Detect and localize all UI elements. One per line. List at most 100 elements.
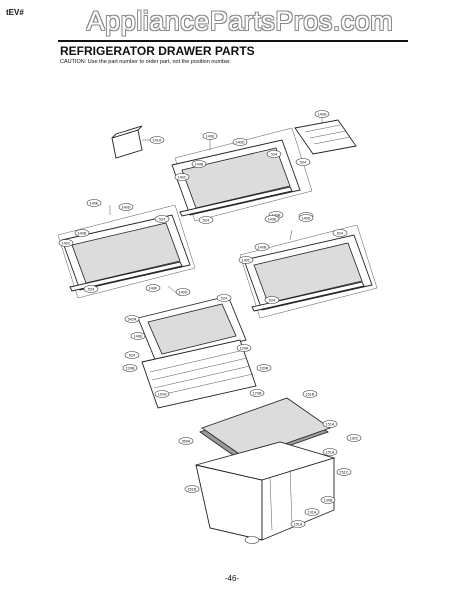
svg-text:141A: 141A <box>153 138 162 142</box>
callout-label: 524 <box>83 285 99 293</box>
svg-text:140B: 140B <box>78 231 87 235</box>
svg-text:130B: 130B <box>324 498 333 502</box>
callout-label: 141A <box>149 136 165 144</box>
svg-text:120R: 120R <box>259 366 268 370</box>
corner-code: tEV# <box>6 8 24 17</box>
callout-label <box>244 536 260 544</box>
callout-label: 140D <box>118 203 134 211</box>
svg-text:524: 524 <box>88 287 94 291</box>
svg-text:151A: 151A <box>326 422 335 426</box>
svg-text:151A: 151A <box>294 522 303 526</box>
callout-label: 130B <box>320 496 336 504</box>
svg-text:524: 524 <box>271 152 277 156</box>
svg-text:151B: 151B <box>306 392 315 396</box>
svg-text:151C: 151C <box>339 470 348 474</box>
svg-text:140F: 140F <box>149 286 158 290</box>
svg-text:140E: 140E <box>268 217 277 221</box>
svg-text:120H: 120H <box>157 392 166 396</box>
callout-label: 524 <box>124 351 140 359</box>
svg-text:140B: 140B <box>258 245 267 249</box>
shelf-left <box>61 214 191 292</box>
watermark-logo: AppliancePartsPros.com <box>86 6 394 36</box>
callout-label: 524 <box>216 294 232 302</box>
callout-balloons: 141A 140A 140E 140D 140B 140C 524 524 52… <box>58 110 362 544</box>
svg-text:140B: 140B <box>195 162 204 166</box>
callout-label: 131A <box>304 508 320 516</box>
svg-text:140C: 140C <box>61 241 70 245</box>
crisper-drawers <box>195 441 336 541</box>
callout-label: 140E <box>130 332 146 340</box>
callout-label: 140F <box>145 284 161 292</box>
svg-text:140E: 140E <box>134 334 143 338</box>
svg-text:140D: 140D <box>235 140 244 144</box>
callout-label: 151A <box>322 448 338 456</box>
svg-text:140D: 140D <box>301 216 310 220</box>
callout-label: 140C <box>238 256 254 264</box>
callout-label: 151A <box>290 520 306 528</box>
callout-label: 151A <box>322 420 338 428</box>
svg-text:524: 524 <box>129 353 135 357</box>
svg-text:140C: 140C <box>241 258 250 262</box>
pantry-drawer <box>141 339 257 409</box>
callout-label: 140B <box>254 243 270 251</box>
egg-tray-part <box>294 119 357 155</box>
page-number: -46- <box>224 574 240 583</box>
svg-text:524: 524 <box>159 217 165 221</box>
callout-label: 140A <box>314 110 330 118</box>
callout-label: 140B <box>191 160 207 168</box>
svg-text:131A: 131A <box>308 510 317 514</box>
caution-note: CAUTION: Use the part number to order pa… <box>60 59 232 65</box>
egg-bin-part <box>111 125 143 159</box>
callout-label: 130C <box>346 434 362 442</box>
svg-text:140D: 140D <box>178 290 187 294</box>
svg-text:170B: 170B <box>253 391 262 395</box>
callout-label: 151B <box>184 485 200 493</box>
svg-text:524: 524 <box>300 160 306 164</box>
svg-text:140C: 140C <box>177 175 186 179</box>
callout-label: 524 <box>332 229 348 237</box>
svg-text:130C: 130C <box>349 436 358 440</box>
svg-text:140E: 140E <box>206 134 215 138</box>
page-title: REFRIGERATOR DRAWER PARTS <box>60 44 255 58</box>
callout-label: 524 <box>295 158 311 166</box>
callout-label: 140D <box>298 214 314 222</box>
callout-label: 542A <box>124 315 140 323</box>
callout-label: 140C <box>174 173 190 181</box>
callout-label: 524 <box>154 215 170 223</box>
svg-text:350A: 350A <box>182 439 191 443</box>
svg-text:140B: 140B <box>272 213 281 217</box>
svg-text:524: 524 <box>221 296 227 300</box>
callout-label: 524 <box>266 150 282 158</box>
svg-text:140E: 140E <box>90 201 99 205</box>
svg-text:524: 524 <box>203 218 209 222</box>
callout-label: 140D <box>175 288 191 296</box>
callout-label: 140E <box>264 215 280 223</box>
svg-text:524: 524 <box>337 231 343 235</box>
callout-label: 170B <box>249 389 265 397</box>
callout-label: 140C <box>58 239 74 247</box>
shelf-right <box>243 234 373 312</box>
callout-label: 140E <box>86 199 102 207</box>
callout-label: 140B <box>74 229 90 237</box>
callout-label: 120H <box>154 390 170 398</box>
svg-text:120A: 120A <box>240 346 249 350</box>
callout-label: 120A <box>236 344 252 352</box>
svg-text:120B: 120B <box>126 366 135 370</box>
callout-label: 524 <box>198 216 214 224</box>
callout-label: 140E <box>202 132 218 140</box>
shelf-top-center <box>171 139 301 217</box>
callout-label: 120R <box>256 364 272 372</box>
callout-label: 151B <box>302 390 318 398</box>
title-rule <box>58 40 408 42</box>
svg-text:524: 524 <box>269 298 275 302</box>
svg-text:542A: 542A <box>128 317 137 321</box>
callout-label: 350A <box>178 437 194 445</box>
svg-text:140A: 140A <box>318 112 327 116</box>
svg-text:151A: 151A <box>326 450 335 454</box>
svg-text:151B: 151B <box>188 487 197 491</box>
callout-label: 140D <box>232 138 248 146</box>
svg-text:140D: 140D <box>121 205 130 209</box>
callout-label: 151C <box>336 468 352 476</box>
crisper-glass-cover <box>199 397 331 463</box>
